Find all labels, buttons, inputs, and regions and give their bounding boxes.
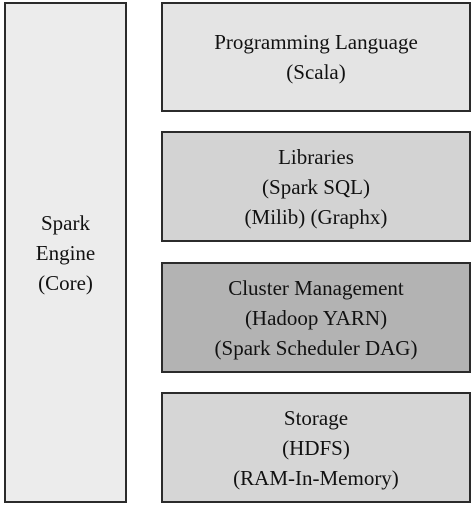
layer-detail: (Scala): [286, 60, 346, 84]
layer-title: Programming Language: [214, 30, 418, 54]
engine-label-line-2: Engine: [35, 240, 96, 265]
layer-detail: (RAM-In-Memory): [233, 465, 399, 490]
libraries-layer: Libraries (Spark SQL) (Milib) (Graphx): [161, 131, 471, 242]
layer-detail: (Spark Scheduler DAG): [214, 335, 418, 360]
engine-label-line-3: (Core): [38, 270, 93, 295]
programming-language-layer: Programming Language (Scala): [161, 2, 471, 112]
layer-detail: (Spark SQL): [262, 174, 370, 199]
layer-title: Storage: [283, 405, 349, 430]
cluster-management-layer: Cluster Management (Hadoop YARN) (Spark …: [161, 262, 471, 373]
engine-label-line-1: Spark: [41, 210, 90, 235]
spark-engine-core-box: Spark Engine (Core): [4, 2, 127, 503]
layer-detail: (HDFS): [282, 435, 350, 460]
layer-detail: (Milib) (Graphx): [244, 204, 388, 229]
storage-layer: Storage (HDFS) (RAM-In-Memory): [161, 392, 471, 503]
layer-title: Libraries: [278, 144, 354, 169]
layer-title: Cluster Management: [228, 275, 404, 300]
layer-detail: (Hadoop YARN): [244, 305, 388, 330]
